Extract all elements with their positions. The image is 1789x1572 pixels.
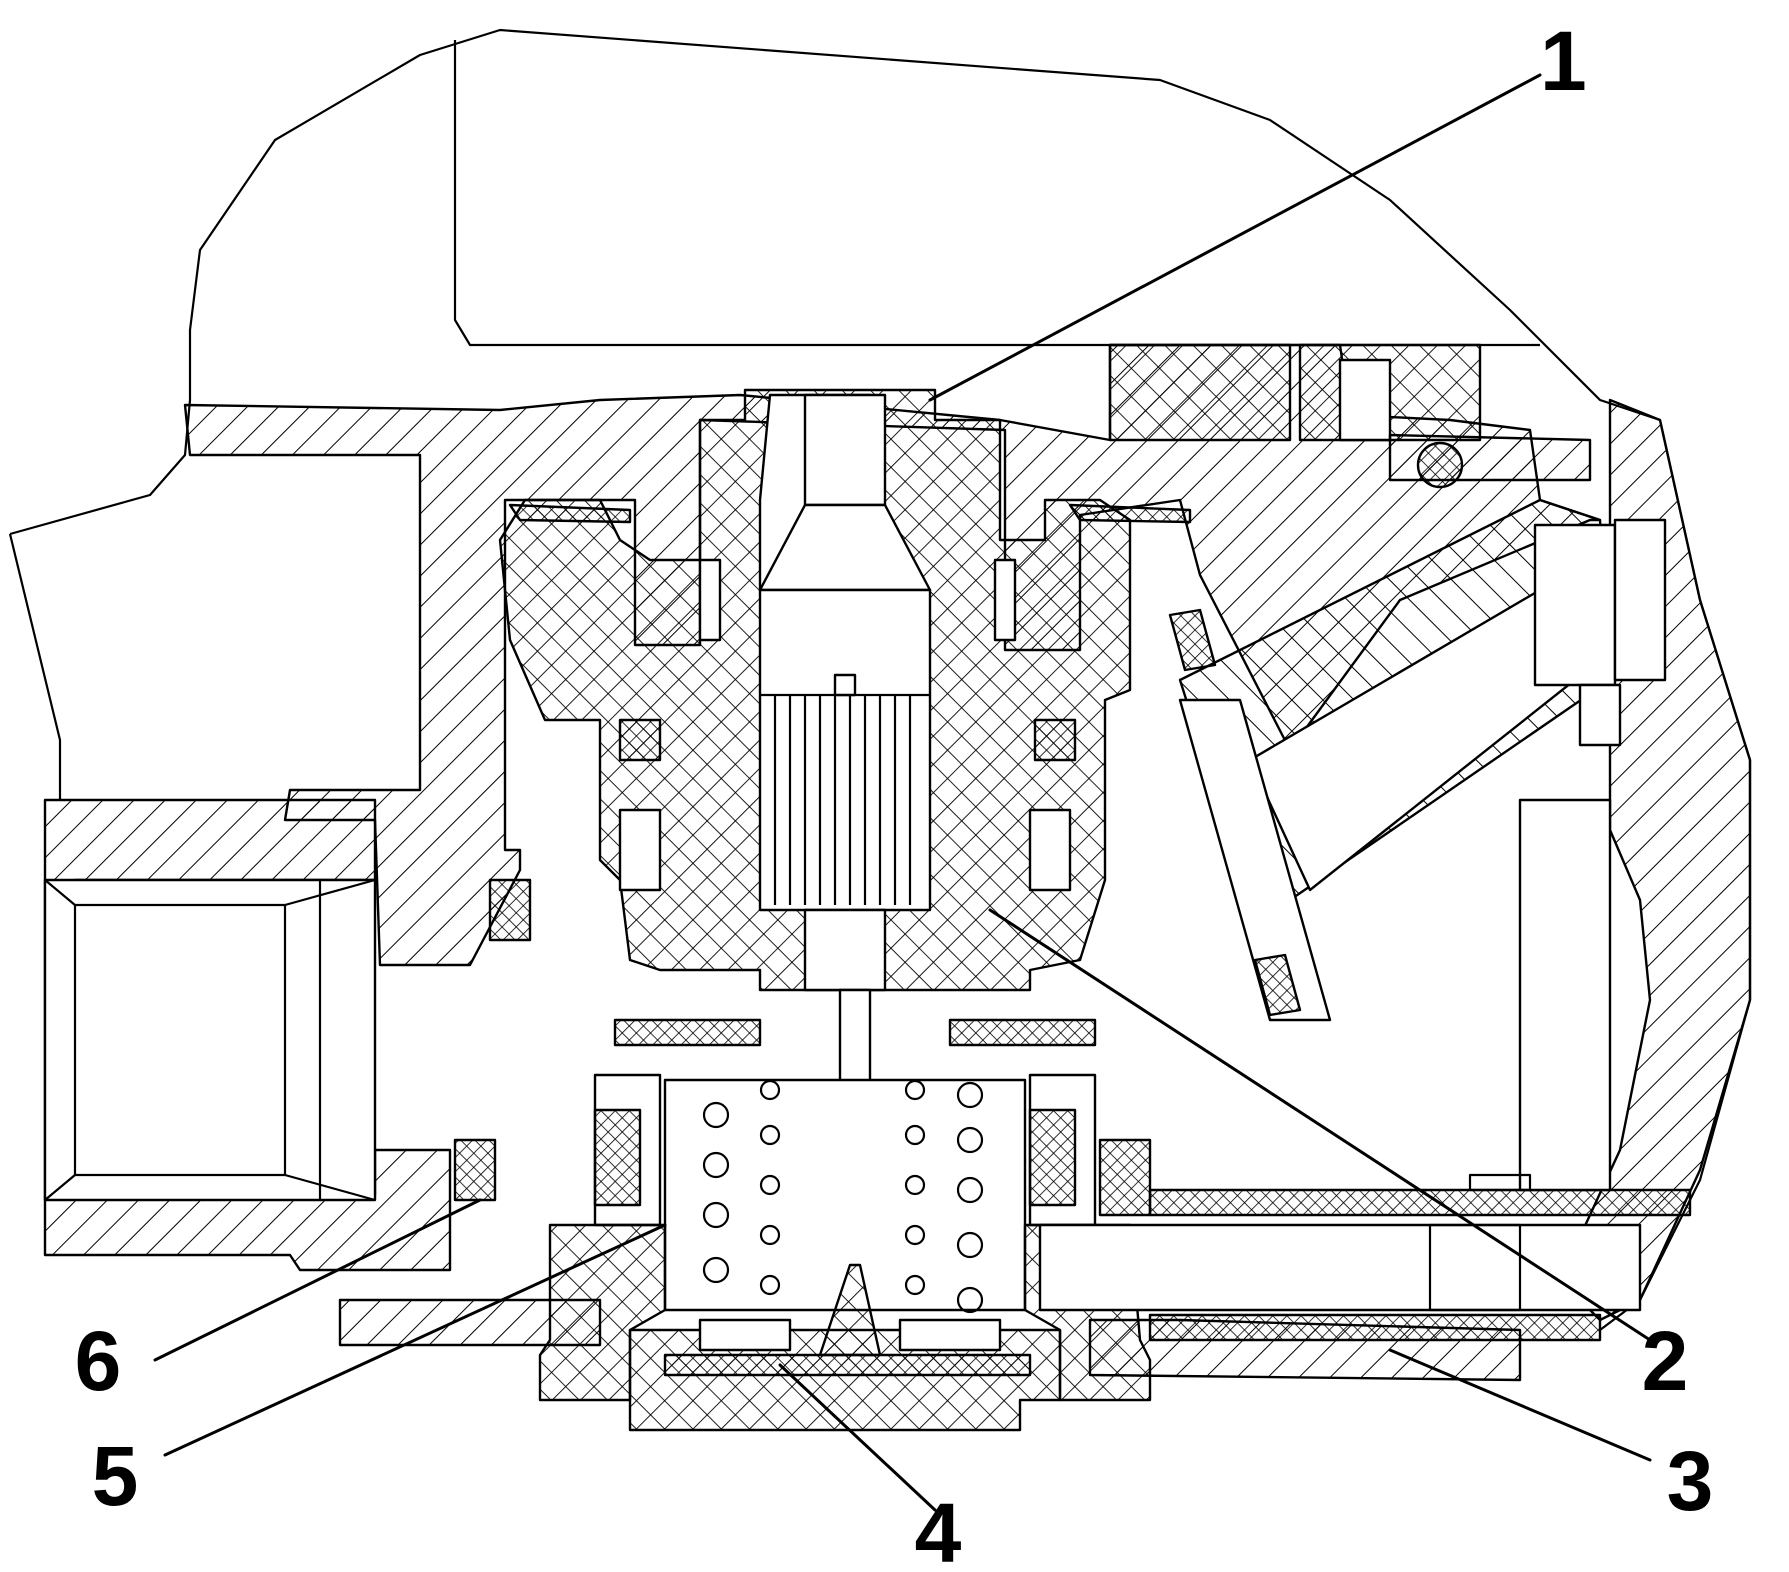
callout-6: 6 — [75, 1314, 122, 1408]
spring-coils-left — [702, 1079, 781, 1296]
lower-chamber — [593, 1018, 1097, 1314]
valve-body — [498, 388, 1132, 1122]
leader-3 — [1388, 1348, 1652, 1462]
leader-lines — [153, 73, 1652, 1512]
callout-5: 5 — [92, 1429, 139, 1523]
leader-5 — [163, 1223, 667, 1457]
callout-4: 4 — [915, 1486, 962, 1572]
angled-port — [1178, 498, 1612, 1022]
left-fitting — [43, 878, 377, 1202]
callout-3: 3 — [1667, 1434, 1714, 1528]
top-seal-assembly — [1108, 343, 1592, 482]
right-blocks — [1533, 518, 1667, 747]
leader-6 — [153, 1198, 482, 1362]
callouts: 1 2 3 4 5 6 — [75, 14, 1714, 1572]
callout-2: 2 — [1642, 1314, 1689, 1408]
leader-4 — [778, 1363, 937, 1512]
right-tubes — [1038, 798, 1692, 1342]
leader-2 — [988, 908, 1652, 1342]
spring-coils-right — [904, 1079, 984, 1314]
spline-grooves — [760, 673, 930, 905]
callout-1: 1 — [1540, 14, 1587, 108]
leader-1 — [928, 73, 1542, 402]
